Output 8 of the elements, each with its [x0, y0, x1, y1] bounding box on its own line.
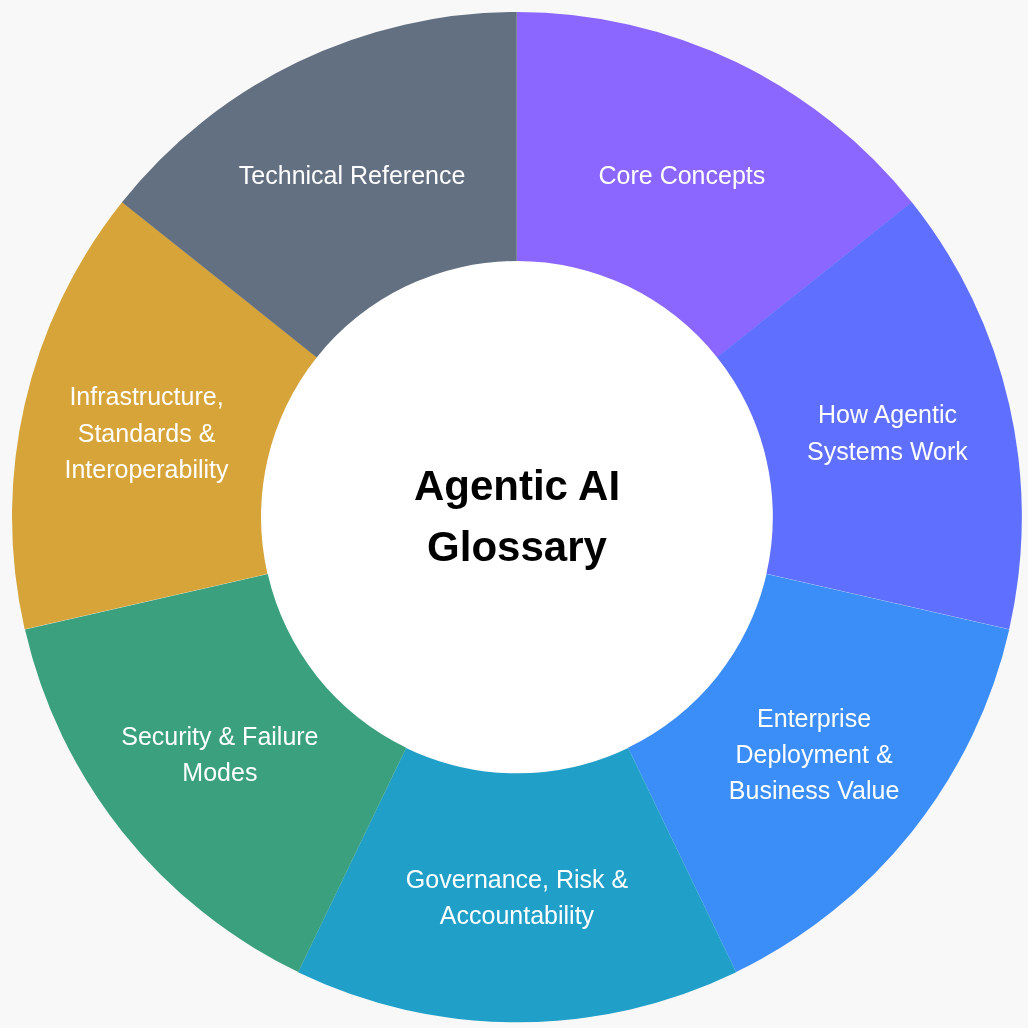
segment-label: How Agentic Systems Work [806, 399, 969, 467]
segment-label: Security & Failure Modes [120, 720, 320, 788]
segment-label: Technical Reference [237, 159, 467, 191]
segment-label: Core Concepts [597, 159, 767, 191]
segment-label: Governance, Risk & Accountability [404, 863, 630, 931]
title-text: Agentic AI Glossary [412, 461, 622, 572]
segment-label: Enterprise Deployment & Business Value [727, 702, 901, 807]
segment-label: Infrastructure, Standards & Interoperability [63, 381, 230, 485]
